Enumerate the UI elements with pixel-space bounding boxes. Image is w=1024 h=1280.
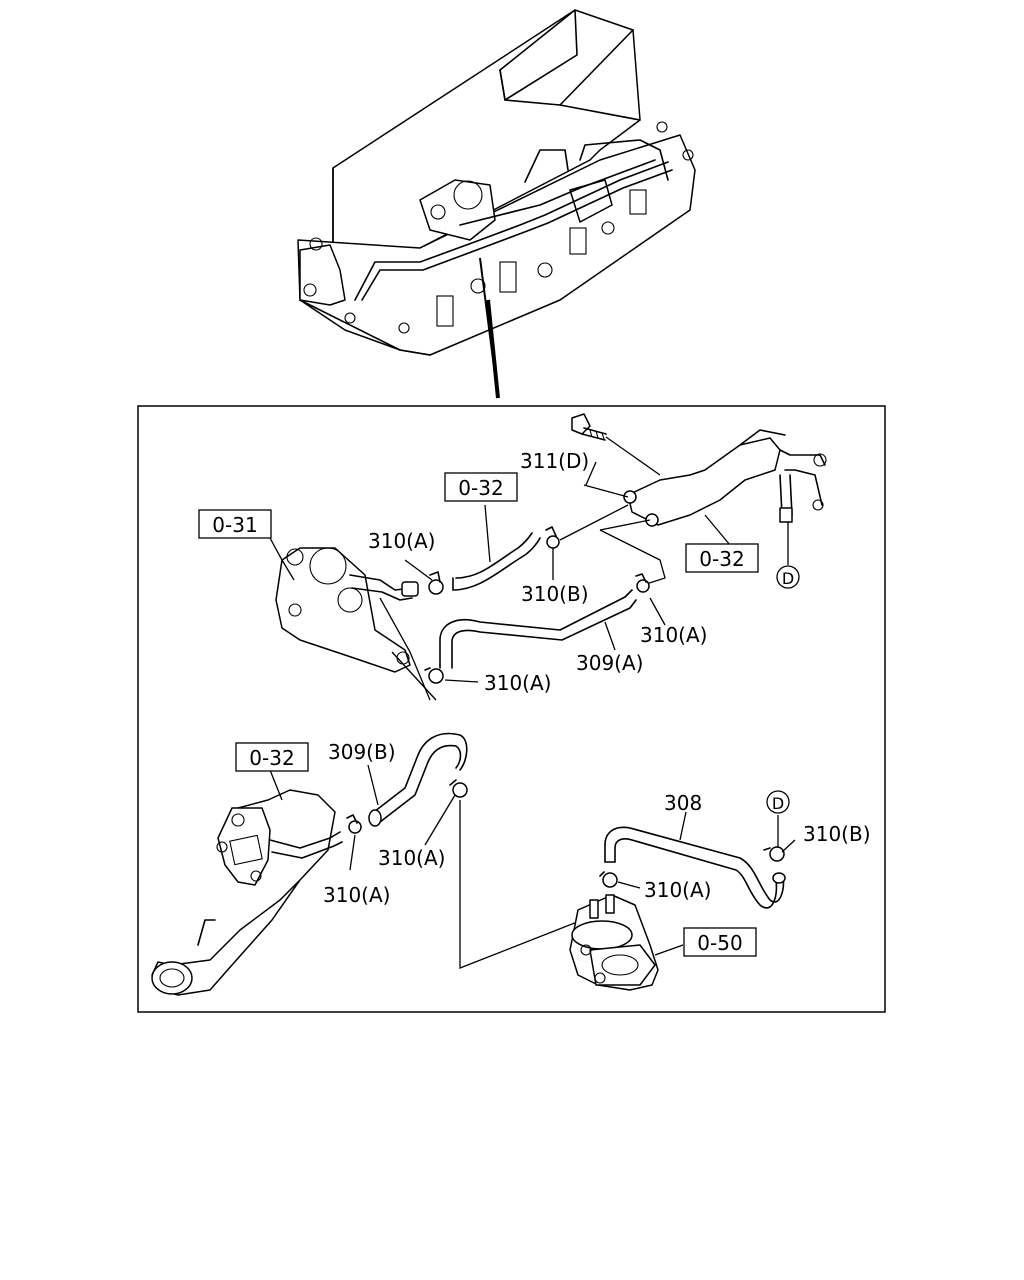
water-outlet-pipe-illustration [151, 789, 343, 996]
ref-label-0-50: 0-50 [697, 931, 742, 955]
marker-d-top-circle [776, 565, 800, 589]
part-label-310a-6: 310(A) [644, 878, 711, 902]
part-label-309b: 309(B) [328, 740, 396, 764]
part-label-310b-2: 310(B) [803, 822, 871, 846]
hose-308 [604, 826, 785, 903]
part-label-308: 308 [664, 791, 702, 815]
part-label-310a-5: 310(A) [323, 883, 390, 907]
hose-309a [439, 589, 633, 669]
ref-box-0-32-top [444, 472, 518, 502]
coolant-pipe-upper-illustration [623, 429, 827, 527]
clamp-310a-right [635, 573, 650, 593]
part-label-310a-4: 310(A) [378, 846, 445, 870]
marker-d-top: D [782, 569, 794, 588]
thermostat-housing-illustration [569, 894, 659, 991]
marker-d-bottom: D [772, 794, 784, 813]
ref-label-0-31: 0-31 [212, 513, 257, 537]
part-label-309a: 309(A) [576, 651, 643, 675]
ref-label-0-32-right: 0-32 [699, 547, 744, 571]
clamp-310b-lower [763, 846, 785, 862]
engine-overview-illustration [297, 9, 696, 399]
hose-309b [369, 732, 468, 816]
clamp-310a-left [346, 814, 362, 834]
clamp-310a-lower-right [599, 871, 618, 888]
ref-box-0-32-bottom [235, 742, 309, 772]
ref-label-0-32-bottom: 0-32 [249, 746, 294, 770]
clamp-310a-mid [449, 779, 468, 798]
part-label-310b-1: 310(B) [521, 582, 589, 606]
clamp-310a-upper [428, 571, 444, 595]
part-label-311d: 311(D) [520, 449, 589, 473]
part-label-310a-1: 310(A) [368, 529, 435, 553]
detail-frame [137, 405, 886, 1013]
ref-box-0-32-right [685, 543, 759, 573]
part-label-310a-2: 310(A) [640, 623, 707, 647]
clamp-310a-lower [424, 667, 444, 684]
marker-d-bottom-circle [766, 790, 790, 814]
part-label-310a-3: 310(A) [484, 671, 551, 695]
bolt-311d [571, 413, 607, 441]
egr-valve-illustration [275, 547, 419, 673]
ref-box-0-50 [683, 927, 757, 957]
ref-label-0-32-top: 0-32 [458, 476, 503, 500]
hose-upper-short [452, 537, 541, 591]
ref-box-0-31 [198, 509, 272, 539]
clamp-310b-upper [545, 526, 560, 549]
